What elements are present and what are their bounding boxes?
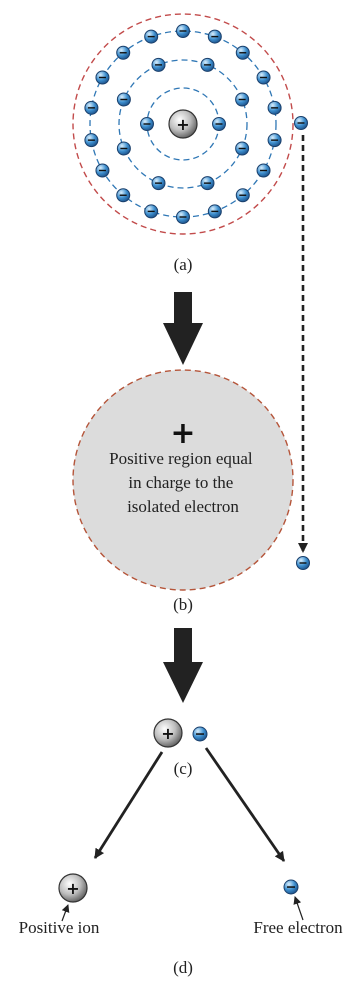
shell-3-electron — [116, 188, 131, 203]
panel-c-ion: + — [153, 718, 183, 748]
shell-3-electron — [176, 210, 190, 224]
panel-a-atom: + — [72, 13, 294, 235]
positive-ion-plus-sign: + — [66, 879, 79, 898]
region-caption-line-3: isolated electron — [127, 497, 239, 516]
nucleus-plus-sign: + — [176, 115, 189, 134]
panel-b-positive-region: + Positive region equal in charge to the… — [72, 369, 294, 591]
free-electron — [283, 879, 299, 895]
panel-b-label: (b) — [173, 595, 193, 614]
shell-3-electron — [235, 188, 250, 203]
shell-3-electron — [207, 204, 222, 219]
positive-ion-label: Positive ion — [19, 918, 100, 937]
shell-2-electron — [116, 92, 131, 107]
panel-d-label: (d) — [173, 958, 193, 977]
shell-1-electron — [212, 117, 226, 131]
shell-3-electron — [267, 133, 282, 148]
shell-3-electron — [207, 29, 222, 44]
shell-3-electron — [144, 29, 159, 44]
shell-1-electron — [140, 117, 154, 131]
positive-ion-pointer — [61, 904, 70, 922]
region-plus-sign: + — [170, 416, 195, 451]
shell-3-electron — [116, 45, 131, 60]
shell-3-electron — [95, 70, 110, 85]
shell-3-electron — [176, 24, 190, 38]
ion-c-plus-sign: + — [161, 724, 174, 743]
shell-2-orbit — [118, 59, 248, 189]
shell-2-electron — [200, 176, 215, 191]
shell-3-electron — [84, 133, 99, 148]
panel-c-electron — [192, 726, 208, 742]
shell-2-electron — [235, 141, 250, 156]
big-arrow-a-to-b — [163, 292, 203, 365]
shell-2-electron — [235, 92, 250, 107]
shell-3-electron — [256, 163, 271, 178]
region-caption-line-1: Positive region equal — [109, 449, 253, 468]
positive-ion: + — [58, 873, 88, 903]
panel-c-label: (c) — [174, 759, 193, 778]
valence-boundary-ring — [72, 13, 294, 235]
shell-3-electron — [235, 45, 250, 60]
free-electron-pointer — [293, 896, 304, 921]
shell-3-electron — [84, 100, 99, 115]
atom-electrons — [84, 24, 282, 224]
big-arrow-b-to-c — [163, 628, 203, 703]
free-electron-label: Free electron — [253, 918, 343, 937]
shell-3-electron — [267, 100, 282, 115]
isolated-electron — [294, 116, 308, 130]
panel-a-label: (a) — [174, 255, 193, 274]
shell-2-electron — [151, 57, 166, 72]
shell-2-electron — [116, 141, 131, 156]
positive-region-circle — [72, 369, 294, 591]
shell-2-electron — [200, 57, 215, 72]
shell-3-electron — [144, 204, 159, 219]
svg-text:Positive region equal in: Positive region equal in charge to the i… — [109, 449, 257, 516]
ion-separation-arrow — [93, 751, 164, 859]
atom-nucleus: + — [168, 109, 198, 139]
shell-3-electron — [95, 163, 110, 178]
shell-3-electron — [256, 70, 271, 85]
electron-separation-arrow — [204, 747, 286, 862]
region-caption-line-2: in charge to the — [128, 473, 233, 492]
shell-2-electron — [151, 176, 166, 191]
isolated-electron-moved — [296, 556, 310, 570]
